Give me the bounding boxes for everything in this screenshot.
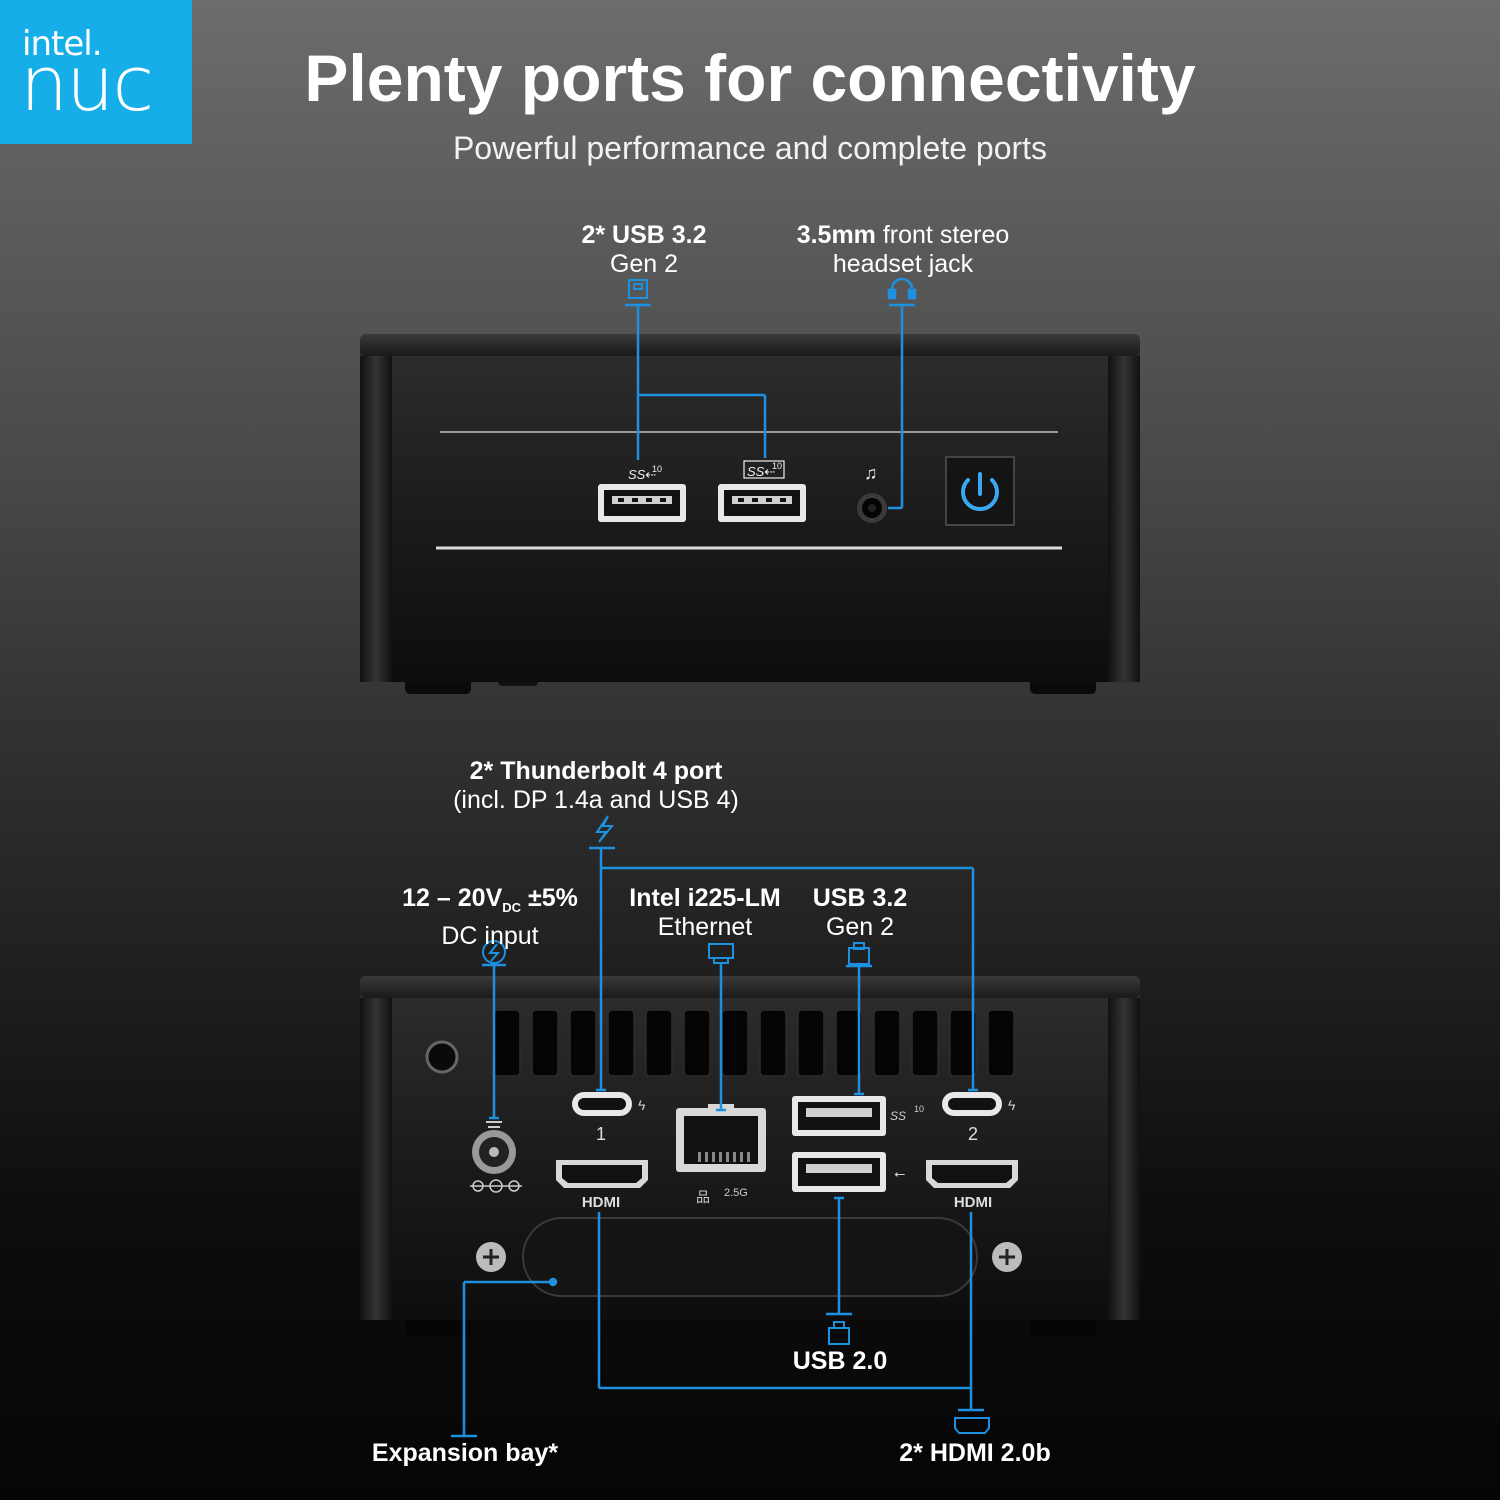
expansion-bay-cover (522, 1217, 978, 1297)
front-usb-a-port-1 (598, 484, 686, 522)
front-headphone-icon: ♫ (864, 463, 878, 483)
ethernet-speed-mark: 2.5G (724, 1187, 748, 1199)
svg-text:10: 10 (772, 461, 782, 471)
label-thunderbolt: 2* Thunderbolt 4 port (incl. DP 1.4a and… (453, 757, 739, 814)
hdmi-icon (954, 1417, 990, 1434)
dc-input-icon (482, 940, 506, 967)
ethernet-port (676, 1104, 766, 1172)
port-number-1: 1 (596, 1124, 606, 1144)
label-dc-input: 12 – 20VDC ±5% DC input (402, 884, 578, 950)
screw-right (992, 1242, 1022, 1272)
usb32-icon (846, 942, 872, 968)
screw-left (476, 1242, 506, 1272)
svg-text:ϟ: ϟ (638, 1097, 646, 1113)
label-hdmi: 2* HDMI 2.0b (899, 1439, 1051, 1467)
label-ethernet: Intel i225-LM Ethernet (629, 884, 781, 941)
dc-power-jack (470, 1121, 522, 1193)
logo-text-intel: intel. (22, 24, 102, 64)
power-button (945, 456, 1015, 526)
rear-ss-number: 10 (914, 1104, 924, 1114)
rear-ss-mark: SS (890, 1109, 906, 1123)
thunderbolt-port-2: ϟ (942, 1092, 1016, 1116)
label-expansion-bay: Expansion bay* (371, 1439, 559, 1467)
front-headset-icon (887, 277, 917, 300)
front-callout-lines (625, 303, 915, 510)
label-usb32-rear: USB 3.2 Gen 2 (812, 884, 908, 941)
ethernet-network-icon: 品 (696, 1189, 710, 1205)
hdmi-mark-left: HDMI (582, 1194, 620, 1211)
thunderbolt-icon (595, 815, 615, 843)
label-front-usb: 2* USB 3.2 Gen 2 (581, 221, 707, 278)
ethernet-icon (708, 943, 734, 964)
label-front-audio: 3.5mm front stereo headset jack (796, 221, 1010, 278)
svg-text:SS⇠: SS⇠ (747, 464, 775, 479)
front-ss-mark-1: SS⇠ (628, 467, 656, 482)
front-usb-a-port-2 (718, 484, 806, 522)
hdmi-port-right (926, 1160, 1018, 1188)
page-title: Plenty ports for connectivity (304, 41, 1196, 115)
rear-usb-a-port-top (792, 1096, 886, 1136)
rear-callout-lines (451, 846, 984, 1438)
svg-text:ϟ: ϟ (1008, 1097, 1016, 1113)
port-number-2: 2 (968, 1124, 978, 1144)
rear-usb-a-port-bottom (792, 1152, 886, 1192)
page-subtitle: Powerful performance and complete ports (452, 130, 1048, 166)
hdmi-port-left (556, 1160, 648, 1188)
front-usb-icon (628, 279, 648, 299)
svg-text:10: 10 (652, 464, 662, 474)
front-audio-jack (857, 493, 887, 523)
security-lock-slot (425, 1040, 459, 1074)
rear-device: ϟ ϟ 1 2 HDMI HDMI 品 2.5G (360, 976, 1140, 1336)
usb-symbol-icon: ⭠ (894, 1165, 905, 1181)
usb20-icon (828, 1321, 850, 1345)
front-device: SS⇠ 10 SS⇠ 10 ♫ (360, 334, 1140, 694)
logo-text-nuc: nuc (20, 39, 154, 128)
intel-nuc-logo: intel. nuc (0, 0, 192, 144)
label-usb20: USB 2.0 (792, 1347, 888, 1375)
thunderbolt-port-1: ϟ (572, 1092, 646, 1116)
hdmi-mark-right: HDMI (954, 1194, 992, 1211)
rear-vents (493, 1009, 1015, 1077)
